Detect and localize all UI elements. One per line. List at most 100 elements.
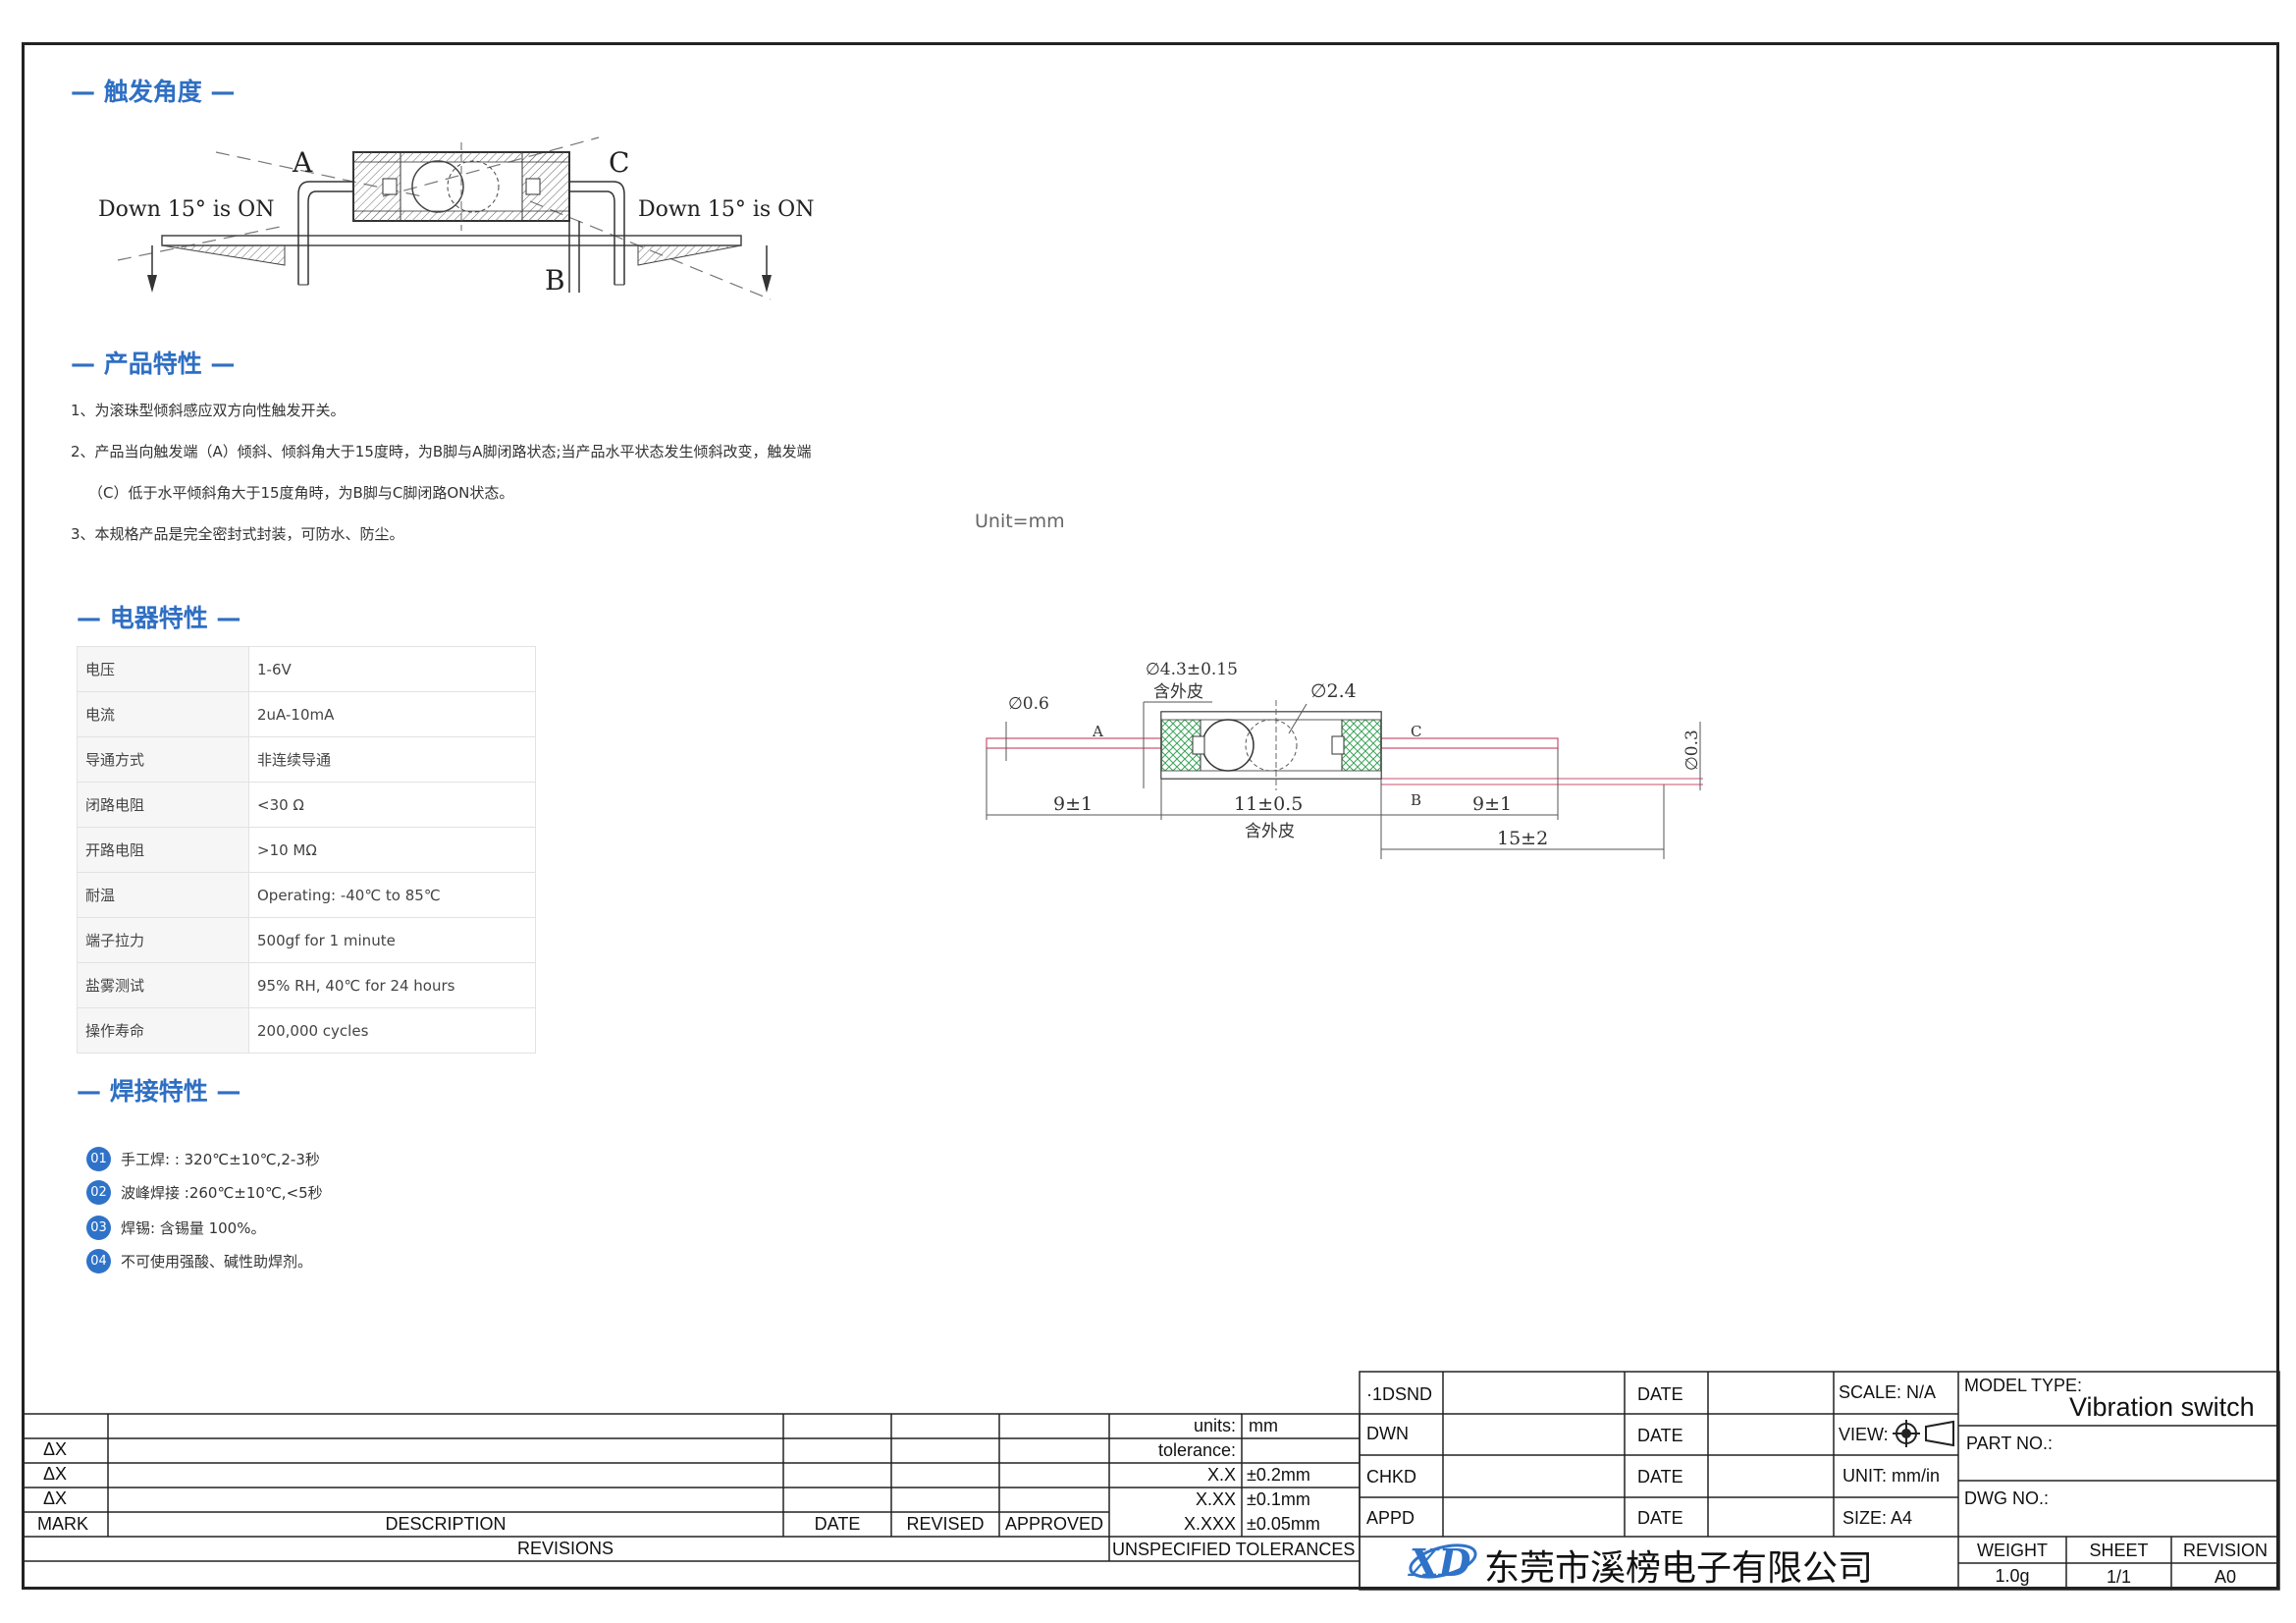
welding-text: 焊锡: 含锡量 100%。	[121, 1219, 266, 1237]
dim-label-b: B	[1411, 791, 1421, 809]
revision-delta-2: ΔX	[43, 1464, 68, 1484]
signoff-row-1: ·1DSND	[1366, 1384, 1433, 1404]
feature-line-2: 2、产品当向触发端（A）倾斜、倾斜角大于15度時，为B脚与A脚闭路状态;当产品水…	[71, 443, 812, 460]
signoff-date-3: DATE	[1637, 1467, 1683, 1487]
step-badge: 04	[86, 1249, 111, 1273]
tolerance-label: tolerance:	[1157, 1440, 1236, 1460]
welding-text: 不可使用强酸、碱性助焊剂。	[121, 1253, 313, 1271]
step-badge: 02	[86, 1180, 111, 1205]
signoff-row-3: CHKD	[1366, 1467, 1417, 1487]
signoff-date-1: DATE	[1637, 1384, 1683, 1404]
trigger-angle-diagram: A C B Down 15° is ON Down 15° is ON	[98, 136, 814, 300]
signoff-date-2: DATE	[1637, 1426, 1683, 1445]
section-title-product-features: — 产品特性 —	[71, 350, 236, 378]
section-title-welding: — 焊接特性 —	[77, 1077, 241, 1106]
signoff-row-4: APPD	[1366, 1508, 1415, 1528]
dim-sheath-top: 含外皮	[1153, 682, 1203, 702]
dim-lead-diameter: ∅0.6	[1008, 694, 1049, 714]
revision-mark-header: MARK	[37, 1514, 89, 1534]
revision-date-header: DATE	[814, 1514, 861, 1534]
part-no-label: PART NO.:	[1966, 1434, 2054, 1453]
dim-b-length: 15±2	[1497, 828, 1548, 849]
list-item: 04 不可使用强酸、碱性助焊剂。	[86, 1249, 312, 1273]
dim-left-length: 9±1	[1053, 793, 1093, 815]
signoff-date-4: DATE	[1637, 1508, 1683, 1528]
revision-approved-header: APPROVED	[1004, 1514, 1104, 1534]
electrical-key: 操作寿命	[77, 1007, 249, 1054]
revision-delta-3: ΔX	[43, 1488, 68, 1508]
step-badge: 01	[86, 1147, 111, 1171]
electrical-key: 导通方式	[77, 736, 249, 783]
units-label: units:	[1193, 1416, 1236, 1435]
step-badge: 03	[86, 1216, 111, 1240]
list-item: 01 手工焊: : 320℃±10℃,2-3秒	[86, 1147, 320, 1171]
company-name: 东莞市溪榜电子有限公司	[1484, 1548, 1874, 1589]
tolerance-value-2: ±0.1mm	[1247, 1489, 1310, 1509]
table-row: 导通方式非连续导通	[77, 736, 536, 783]
table-row: 闭路电阻<30 Ω	[77, 782, 536, 828]
units-value: mm	[1249, 1416, 1278, 1435]
trigger-label-a: A	[292, 146, 313, 179]
electrical-value: 200,000 cycles	[248, 1007, 536, 1054]
electrical-value: 2uA-10mA	[248, 691, 536, 737]
revision-value: A0	[2214, 1567, 2237, 1587]
view-info: VIEW:	[1839, 1425, 1889, 1444]
projection-view-icon	[1893, 1420, 1954, 1447]
tolerance-key-3: X.XXX	[1183, 1514, 1236, 1534]
dim-ball-diameter: ∅2.4	[1310, 680, 1357, 702]
drawing-frame	[22, 42, 2279, 1590]
dim-right-length: 9±1	[1472, 793, 1512, 815]
dimension-drawing: ∅4.3±0.15 含外皮 ∅2.4 ∅0.6 A C B ∅0.3 9±1 1…	[986, 660, 1703, 859]
dwg-no-label: DWG NO.:	[1964, 1488, 2049, 1508]
revision-revised-header: REVISED	[906, 1514, 985, 1534]
weight-value: 1.0g	[1995, 1566, 2030, 1586]
feature-line-4: 3、本规格产品是完全密封式封装，可防水、防尘。	[71, 525, 404, 543]
revision-delta-1: ΔX	[43, 1439, 68, 1459]
model-type-label: MODEL TYPE:	[1964, 1376, 2083, 1395]
tolerance-value-1: ±0.2mm	[1247, 1465, 1310, 1485]
electrical-key: 电压	[77, 646, 249, 692]
dim-label-c: C	[1411, 723, 1421, 740]
trigger-label-c: C	[609, 146, 629, 179]
tolerance-key-2: X.XX	[1195, 1489, 1236, 1509]
trigger-right-note: Down 15° is ON	[638, 197, 814, 222]
unit-info: UNIT: mm/in	[1842, 1466, 1940, 1486]
welding-text: 波峰焊接 :260℃±10℃,<5秒	[121, 1184, 323, 1202]
electrical-key: 盐雾测试	[77, 962, 249, 1008]
company-logo-icon: XD	[1408, 1541, 1477, 1585]
trigger-label-b: B	[545, 264, 565, 297]
dim-body-diameter: ∅4.3±0.15	[1146, 660, 1238, 679]
unit-note: Unit=mm	[975, 511, 1065, 532]
electrical-value: Operating: -40℃ to 85℃	[248, 872, 536, 918]
section-title-trigger-angle: — 触发角度 —	[71, 78, 236, 106]
tolerance-key-1: X.X	[1206, 1465, 1236, 1485]
dim-label-a: A	[1092, 723, 1103, 740]
weight-label: WEIGHT	[1977, 1541, 2048, 1560]
feature-line-1: 1、为滚珠型倾斜感应双方向性触发开关。	[71, 402, 346, 419]
electrical-value: <30 Ω	[248, 782, 536, 828]
electrical-key: 开路电阻	[77, 827, 249, 873]
dim-body-length: 11±0.5	[1234, 793, 1303, 815]
size-info: SIZE: A4	[1842, 1508, 1913, 1528]
sheet-label: SHEET	[2089, 1541, 2149, 1560]
electrical-value: 1-6V	[248, 646, 536, 692]
electrical-key: 闭路电阻	[77, 782, 249, 828]
revision-label: REVISION	[2182, 1541, 2269, 1560]
section-title-electrical: — 电器特性 —	[77, 604, 241, 632]
electrical-value: 非连续导通	[248, 736, 536, 783]
tolerance-value-3: ±0.05mm	[1247, 1514, 1320, 1534]
feature-line-3: （C）低于水平倾斜角大于15度角時，为B脚与C脚闭路ON状态。	[88, 484, 514, 502]
electrical-key: 电流	[77, 691, 249, 737]
revisions-footer: REVISIONS	[516, 1539, 614, 1558]
revision-description-header: DESCRIPTION	[385, 1514, 507, 1534]
table-row: 开路电阻>10 MΩ	[77, 827, 536, 873]
welding-text: 手工焊: : 320℃±10℃,2-3秒	[121, 1151, 320, 1168]
unspecified-tolerances: UNSPECIFIED TOLERANCES	[1112, 1540, 1356, 1559]
